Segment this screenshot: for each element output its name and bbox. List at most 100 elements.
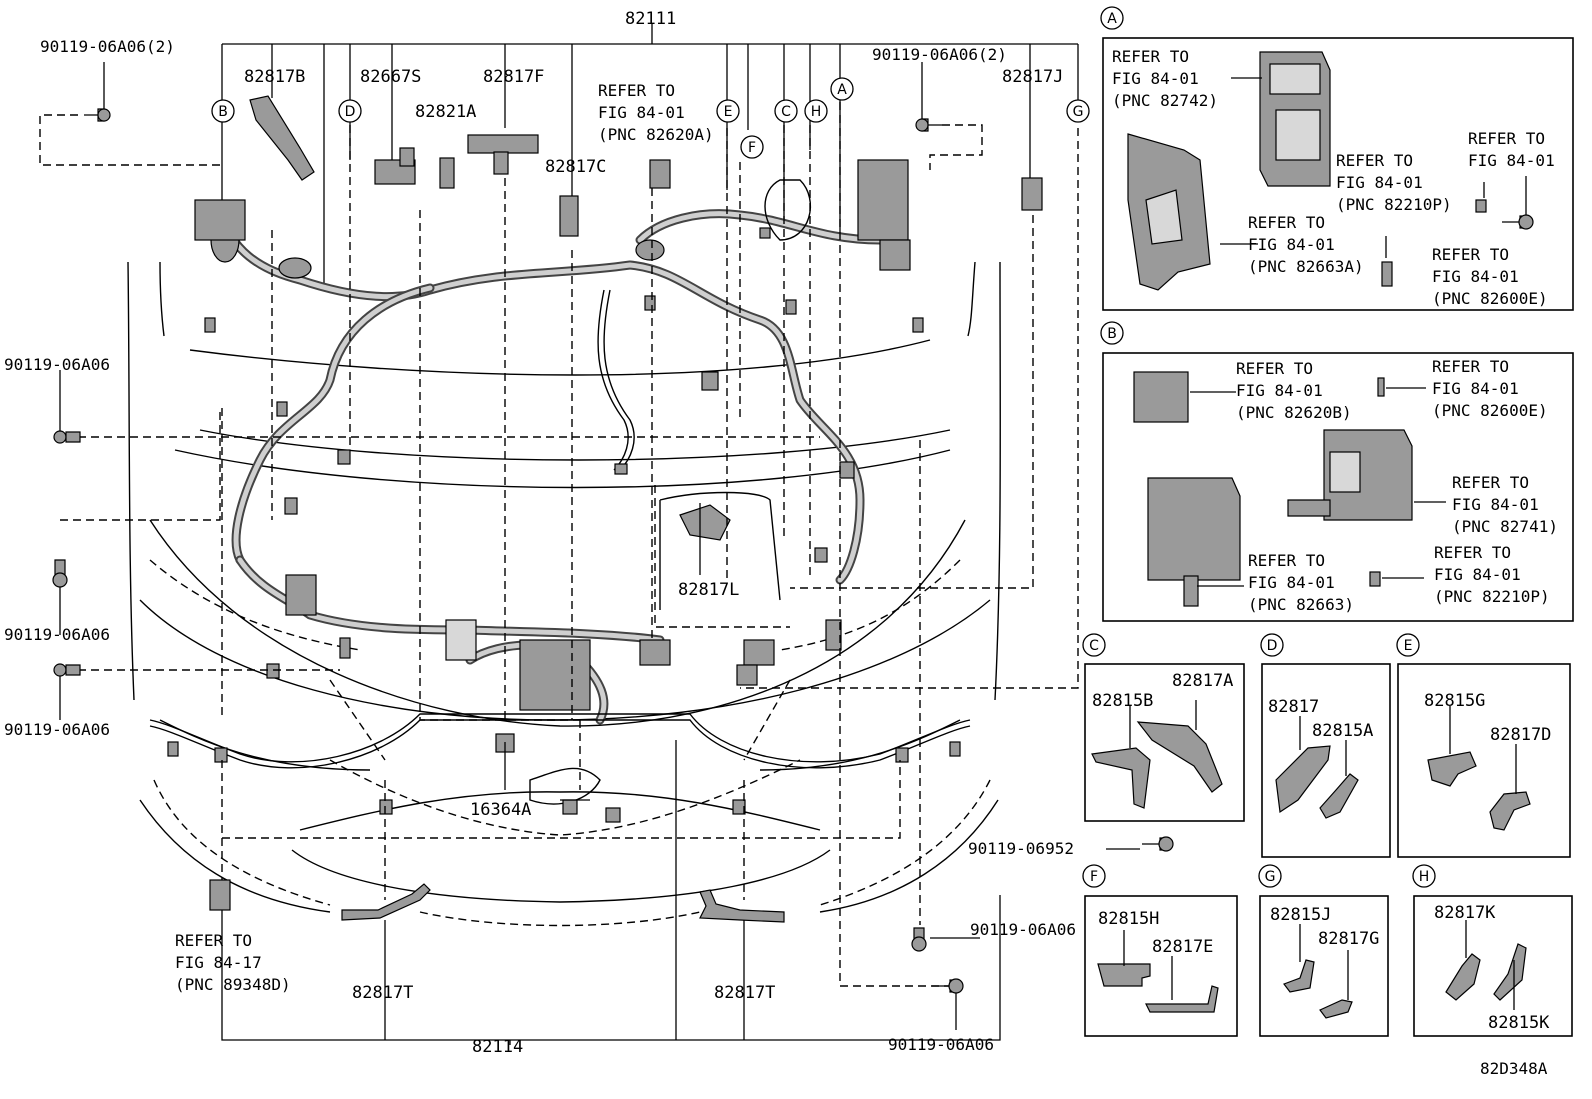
svg-text:(PNC 82663A): (PNC 82663A) bbox=[1248, 257, 1364, 276]
panel-A-ref-4: REFER TO FIG 84-01 (PNC 82663A) bbox=[1248, 213, 1364, 276]
refer-main-line3: (PNC 82620A) bbox=[598, 125, 714, 144]
svg-text:82815A: 82815A bbox=[1312, 721, 1373, 741]
svg-text:82817K: 82817K bbox=[1434, 903, 1496, 923]
svg-text:82817: 82817 bbox=[1268, 697, 1319, 717]
svg-text:REFER TO: REFER TO bbox=[1452, 473, 1529, 492]
bolt-icon bbox=[53, 370, 81, 444]
svg-text:G: G bbox=[1265, 869, 1276, 885]
panel-A-ref-5: REFER TO FIG 84-01 (PNC 82600E) bbox=[1432, 245, 1548, 308]
svg-text:FIG 84-01: FIG 84-01 bbox=[1248, 573, 1335, 592]
svg-text:(PNC 82620B): (PNC 82620B) bbox=[1236, 403, 1352, 422]
svg-text:(PNC 82210P): (PNC 82210P) bbox=[1434, 587, 1550, 606]
svg-text:(PNC 82741): (PNC 82741) bbox=[1452, 517, 1558, 536]
panel-B-ref-1: REFER TO FIG 84-01 (PNC 82620B) bbox=[1236, 359, 1352, 422]
svg-text:82815J: 82815J bbox=[1270, 905, 1331, 925]
panel-B-ref-2: REFER TO FIG 84-01 (PNC 82600E) bbox=[1432, 357, 1548, 420]
label-leaders bbox=[504, 503, 701, 801]
svg-text:82817E: 82817E bbox=[1152, 937, 1213, 957]
svg-text:FIG 84-01: FIG 84-01 bbox=[1336, 173, 1423, 192]
label-bolt-06952: 90119-06952 bbox=[968, 839, 1074, 858]
svg-text:C: C bbox=[1089, 638, 1099, 654]
harness-connectors bbox=[167, 159, 961, 911]
svg-text:REFER TO: REFER TO bbox=[1248, 551, 1325, 570]
label-82667S: 82667S bbox=[360, 67, 421, 87]
label-bolt-tr: 90119-06A06(2) bbox=[872, 45, 1007, 64]
panel-E: E 82815G 82817D bbox=[1396, 633, 1571, 858]
callout-C: C bbox=[781, 104, 791, 120]
panel-G: G 82815J 82817G bbox=[1258, 864, 1389, 1037]
svg-text:FIG 84-01: FIG 84-01 bbox=[1434, 565, 1521, 584]
svg-text:82817A: 82817A bbox=[1172, 671, 1233, 691]
panel-B-ref-5: REFER TO FIG 84-01 (PNC 82210P) bbox=[1434, 543, 1550, 606]
label-82821A: 82821A bbox=[415, 102, 476, 122]
label-82817B: 82817B bbox=[244, 67, 305, 87]
panel-A-ref-3: REFER TO FIG 84-01 bbox=[1468, 129, 1555, 170]
svg-text:(PNC 82663): (PNC 82663) bbox=[1248, 595, 1354, 614]
panel-D: D 82817 82815A bbox=[1260, 633, 1391, 858]
svg-text:FIG 84-01: FIG 84-01 bbox=[1236, 381, 1323, 400]
main-drawing bbox=[39, 24, 1534, 1045]
svg-text:REFER TO: REFER TO bbox=[1248, 213, 1325, 232]
bracket-82114 bbox=[221, 740, 1001, 1045]
bolt-icon bbox=[1106, 836, 1174, 852]
svg-text:D: D bbox=[1267, 638, 1278, 654]
svg-text:REFER TO: REFER TO bbox=[1432, 245, 1509, 264]
panel-A-letter: A bbox=[1107, 11, 1117, 27]
panel-H: H 82817K 82815K bbox=[1412, 864, 1573, 1037]
bolt-icon bbox=[911, 927, 980, 952]
svg-text:FIG 84-01: FIG 84-01 bbox=[1432, 379, 1519, 398]
label-bolt-tl: 90119-06A06(2) bbox=[40, 37, 175, 56]
bolt-icon bbox=[53, 663, 81, 720]
panel-B: B REFER TO FIG 84-01 (PNC 82620B) REFER … bbox=[1100, 321, 1574, 622]
svg-text:82815H: 82815H bbox=[1098, 909, 1159, 929]
label-82817J: 82817J bbox=[1002, 67, 1063, 87]
svg-text:(PNC 82600E): (PNC 82600E) bbox=[1432, 401, 1548, 420]
callout-A: A bbox=[837, 82, 847, 98]
bolt-icon bbox=[84, 62, 111, 122]
bolt-icon bbox=[52, 559, 68, 635]
callout-G: G bbox=[1073, 104, 1084, 120]
svg-text:REFER TO: REFER TO bbox=[1236, 359, 1313, 378]
panel-A-ref-2: REFER TO FIG 84-01 (PNC 82210P) bbox=[1336, 151, 1452, 214]
svg-text:REFER TO: REFER TO bbox=[1336, 151, 1413, 170]
callout-B: B bbox=[218, 104, 228, 120]
label-bolt-r2: 90119-06A06 bbox=[888, 1035, 994, 1054]
callout-F: F bbox=[748, 140, 756, 156]
label-82817T-left: 82817T bbox=[352, 983, 413, 1003]
label-82114: 82114 bbox=[472, 1037, 523, 1057]
svg-text:REFER TO: REFER TO bbox=[1468, 129, 1545, 148]
label-16364A: 16364A bbox=[470, 800, 531, 820]
panel-B-letter: B bbox=[1107, 326, 1117, 342]
top-small-parts bbox=[249, 95, 1043, 541]
car-body-outline bbox=[127, 261, 1001, 927]
label-82817F: 82817F bbox=[483, 67, 544, 87]
refer-main-line1: REFER TO bbox=[598, 81, 675, 100]
callout-H: H bbox=[811, 104, 822, 120]
label-82817L: 82817L bbox=[678, 580, 739, 600]
label-bolt-l3: 90119-06A06 bbox=[4, 720, 110, 739]
bolts bbox=[52, 62, 1534, 1030]
svg-text:FIG 84-01: FIG 84-01 bbox=[1248, 235, 1335, 254]
callout-D: D bbox=[345, 104, 356, 120]
label-82817T-right: 82817T bbox=[714, 983, 775, 1003]
svg-text:FIG 84-01: FIG 84-01 bbox=[1468, 151, 1555, 170]
svg-text:82815G: 82815G bbox=[1424, 691, 1485, 711]
panel-A-ref-1: REFER TO FIG 84-01 (PNC 82742) bbox=[1112, 47, 1218, 110]
svg-text:FIG 84-01: FIG 84-01 bbox=[1112, 69, 1199, 88]
svg-text:E: E bbox=[1404, 638, 1413, 654]
svg-text:REFER TO: REFER TO bbox=[1434, 543, 1511, 562]
parts-82817T bbox=[341, 883, 785, 923]
bolt-icon bbox=[915, 62, 942, 132]
refer-left-line1: REFER TO bbox=[175, 931, 252, 950]
label-82817C: 82817C bbox=[545, 157, 606, 177]
svg-text:(PNC 82600E): (PNC 82600E) bbox=[1432, 289, 1548, 308]
label-bolt-l2: 90119-06A06 bbox=[4, 625, 110, 644]
svg-text:82815B: 82815B bbox=[1092, 691, 1153, 711]
bolt-icon bbox=[932, 978, 964, 1030]
panel-B-ref-4: REFER TO FIG 84-01 (PNC 82663) bbox=[1248, 551, 1354, 614]
svg-text:REFER TO: REFER TO bbox=[1112, 47, 1189, 66]
svg-text:FIG 84-01: FIG 84-01 bbox=[1432, 267, 1519, 286]
svg-text:(PNC 82742): (PNC 82742) bbox=[1112, 91, 1218, 110]
refer-main-line2: FIG 84-01 bbox=[598, 103, 685, 122]
